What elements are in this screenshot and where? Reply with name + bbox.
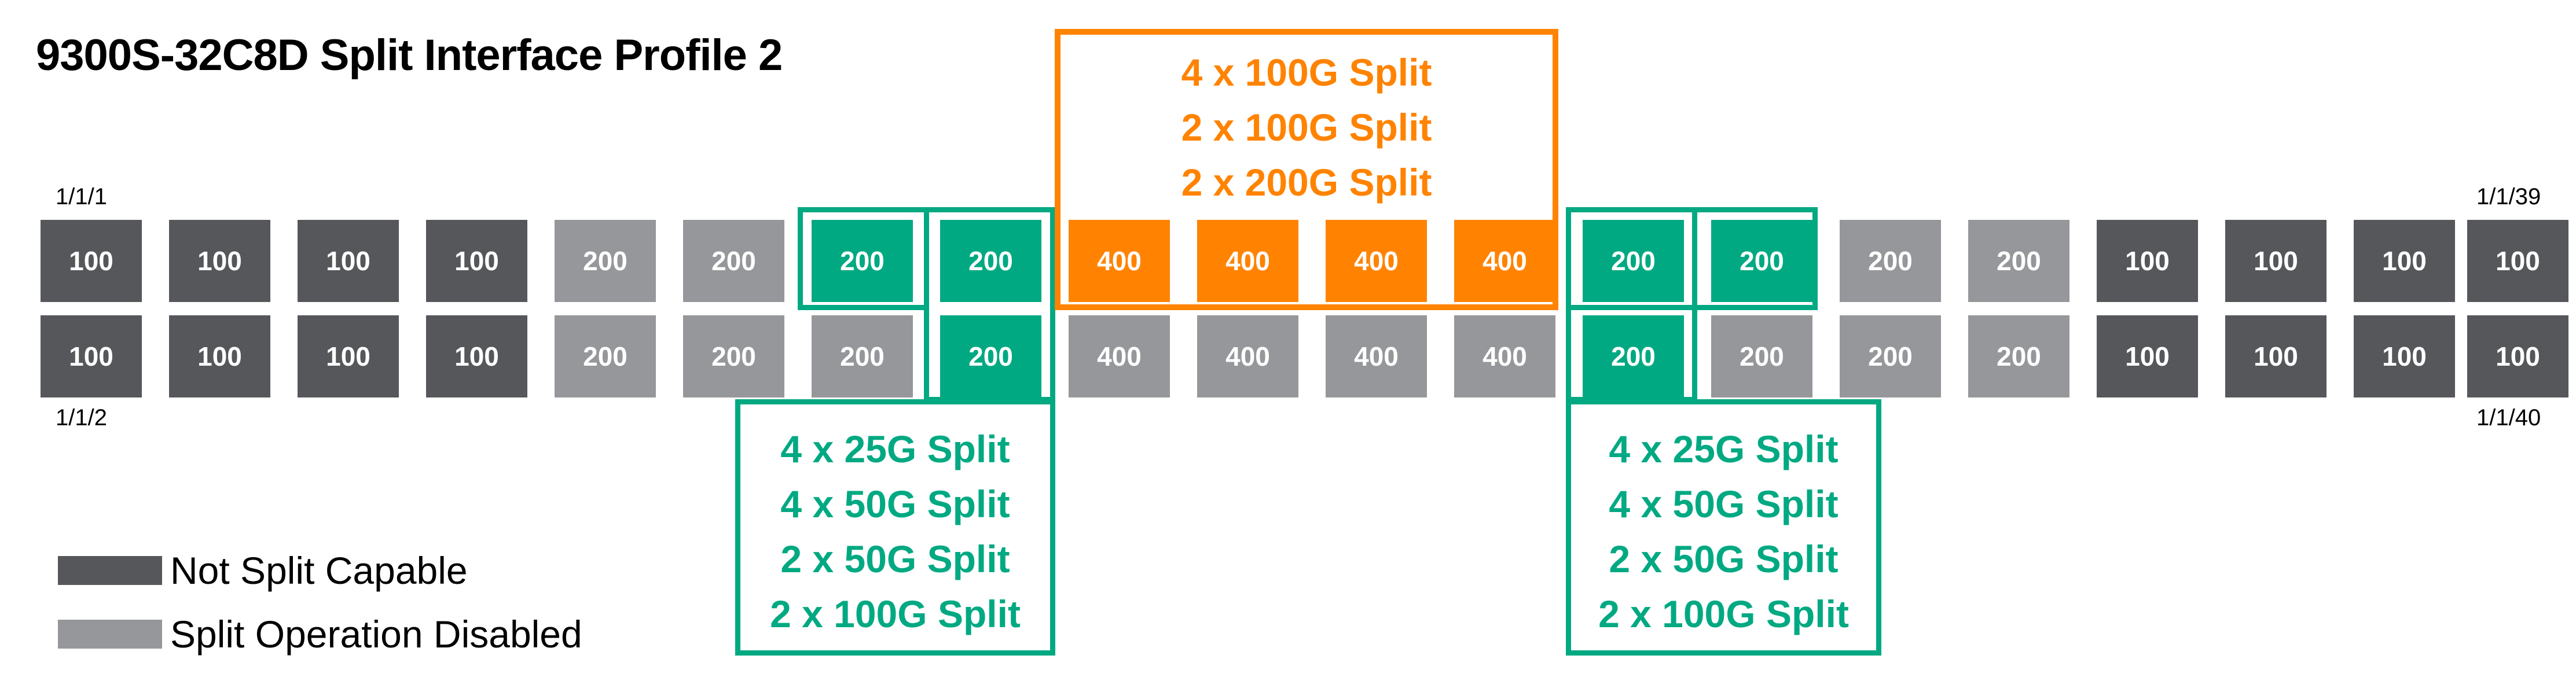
port-bottom-12: 400 (1454, 315, 1555, 397)
legend-label: Split Operation Disabled (170, 613, 582, 656)
port-top-17: 100 (2097, 220, 2198, 302)
legend-swatch-light (58, 620, 162, 649)
port-top-4: 100 (426, 220, 527, 302)
port-bottom-17: 100 (2097, 315, 2198, 397)
port-top-20: 100 (2467, 220, 2568, 302)
port-bottom-16: 200 (1968, 315, 2069, 397)
legend-label: Not Split Capable (170, 549, 468, 592)
green-left-modes-outline (735, 399, 1055, 656)
split-mode-label: 4 x 25G Split (1609, 428, 1839, 470)
port-bottom-7: 200 (812, 315, 913, 397)
green-right-split-modes: 4 x 25G Split 4 x 50G Split 2 x 50G Split 2… (1571, 419, 1876, 645)
port-top-18: 100 (2225, 220, 2327, 302)
port-top-8: 200 (940, 220, 1041, 302)
legend-not-split-capable: Not Split Capable (58, 549, 468, 592)
split-mode-label: 2 x 50G Split (1609, 538, 1839, 580)
port-bottom-2: 100 (169, 315, 270, 397)
port-bottom-8: 200 (940, 315, 1041, 397)
port-top-12: 400 (1454, 220, 1555, 302)
legend-swatch-dark (58, 556, 162, 585)
port-top-16: 200 (1968, 220, 2069, 302)
port-top-7: 200 (812, 220, 913, 302)
port-bottom-20: 100 (2467, 315, 2568, 397)
port-top-1: 100 (41, 220, 142, 302)
port-label-top-left: 1/1/1 (56, 184, 107, 209)
port-bottom-1: 100 (41, 315, 142, 397)
port-top-19: 100 (2354, 220, 2455, 302)
port-bottom-18: 100 (2225, 315, 2327, 397)
page-title: 9300S-32C8D Split Interface Profile 2 (36, 31, 783, 80)
split-mode-label: 2 x 200G Split (1181, 160, 1432, 204)
split-mode-label: 4 x 25G Split (780, 428, 1010, 470)
legend-split-disabled: Split Operation Disabled (58, 612, 582, 656)
orange-group-outline (1055, 29, 1558, 310)
port-bottom-6: 200 (683, 315, 784, 397)
split-mode-label: 4 x 50G Split (1609, 483, 1839, 525)
port-bottom-11: 400 (1326, 315, 1427, 397)
split-mode-label: 2 x 100G Split (1181, 105, 1432, 149)
port-top-14: 200 (1711, 220, 1812, 302)
port-top-5: 200 (555, 220, 656, 302)
port-bottom-9: 400 (1069, 315, 1170, 397)
port-bottom-10: 400 (1197, 315, 1298, 397)
green-left-split-modes: 4 x 25G Split 4 x 50G Split 2 x 50G Split 2… (740, 419, 1050, 645)
split-mode-label: 2 x 50G Split (780, 538, 1010, 580)
port-bottom-13: 200 (1583, 315, 1684, 397)
port-top-13: 200 (1583, 220, 1684, 302)
port-label-bottom-right: 1/1/40 (2476, 405, 2541, 430)
green-right-modes-outline (1566, 399, 1881, 656)
port-top-3: 100 (298, 220, 399, 302)
port-bottom-3: 100 (298, 315, 399, 397)
port-bottom-14: 200 (1711, 315, 1812, 397)
port-top-10: 400 (1197, 220, 1298, 302)
split-mode-label: 4 x 100G Split (1181, 50, 1432, 94)
port-top-15: 200 (1840, 220, 1941, 302)
port-top-2: 100 (169, 220, 270, 302)
port-label-top-right: 1/1/39 (2476, 184, 2541, 209)
orange-split-modes: 4 x 100G Split 2 x 100G Split 2 x 200G Spl… (1061, 41, 1553, 214)
port-top-11: 400 (1326, 220, 1427, 302)
port-bottom-5: 200 (555, 315, 656, 397)
split-mode-label: 2 x 100G Split (1598, 592, 1849, 635)
port-top-9: 400 (1069, 220, 1170, 302)
port-bottom-19: 100 (2354, 315, 2455, 397)
split-mode-label: 4 x 50G Split (780, 483, 1010, 525)
port-bottom-4: 100 (426, 315, 527, 397)
port-bottom-15: 200 (1840, 315, 1941, 397)
port-label-bottom-left: 1/1/2 (56, 405, 107, 430)
split-mode-label: 2 x 100G Split (770, 592, 1021, 635)
port-top-6: 200 (683, 220, 784, 302)
